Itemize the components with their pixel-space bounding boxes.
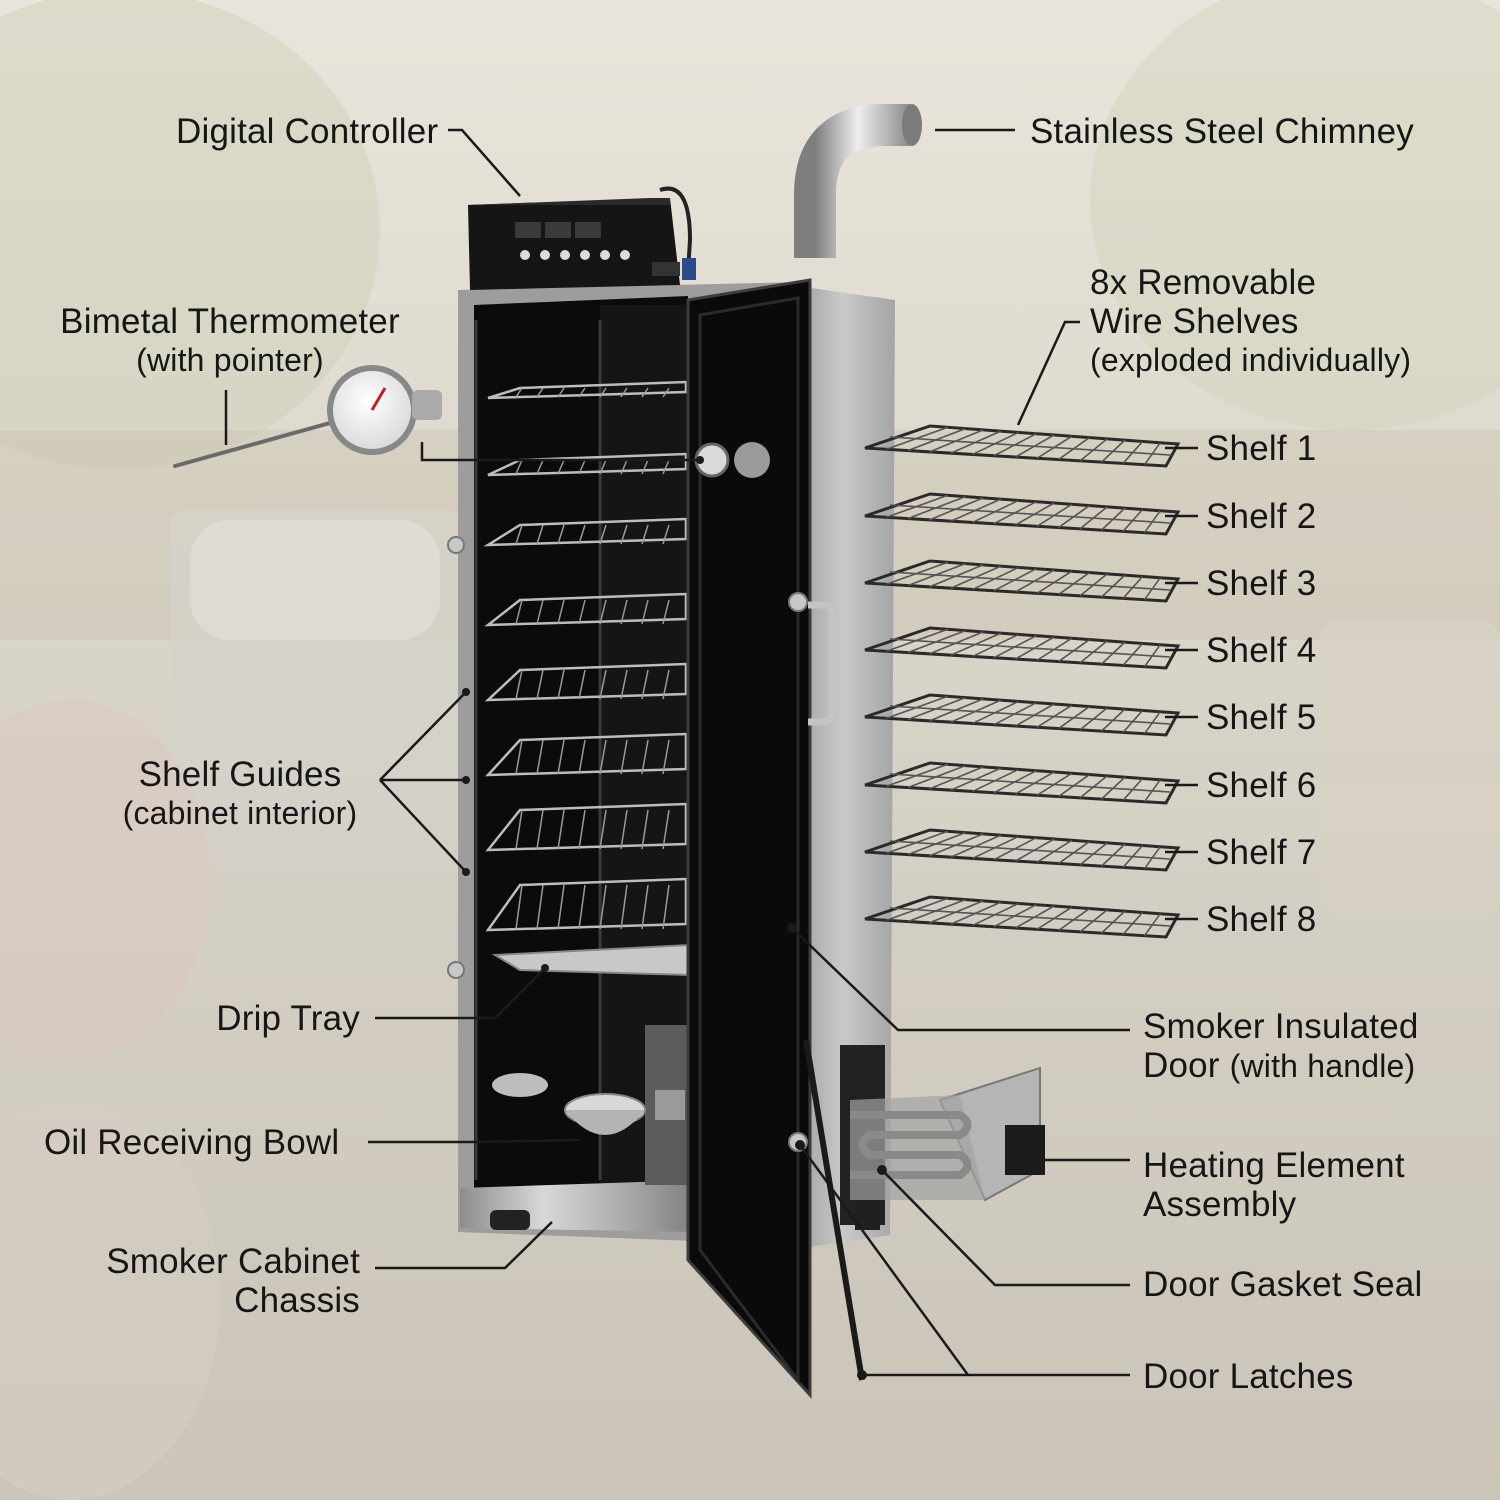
- label-door-line1: Smoker Insulated: [1143, 1007, 1419, 1046]
- heating-element-assembly: [850, 1066, 1045, 1202]
- leader-chassis: [375, 1221, 553, 1270]
- label-chassis-line1: Smoker Cabinet: [106, 1242, 360, 1281]
- label-shelf-guides-line1: Shelf Guides: [138, 755, 342, 794]
- label-thermometer: Bimetal Thermometer (with pointer): [40, 302, 420, 380]
- leader-digital-controller: [448, 128, 521, 197]
- label-shelf-guides: Shelf Guides (cabinet interior): [100, 755, 380, 833]
- leader-dots: [462, 456, 887, 1380]
- interior-shelf: [485, 877, 688, 932]
- leader-shelf-guides: [379, 691, 467, 873]
- wire-shelf: [864, 828, 1181, 872]
- label-shelf-guides-line2: (cabinet interior): [122, 795, 358, 831]
- label-chimney: Stainless Steel Chimney: [1030, 112, 1414, 151]
- leader-latches: [798, 1144, 1130, 1377]
- wire-shelf: [864, 895, 1181, 939]
- label-chassis: Smoker Cabinet Chassis: [60, 1242, 360, 1320]
- exploded-wire-shelves: [864, 424, 1181, 939]
- label-heating: Heating Element Assembly: [1143, 1146, 1405, 1224]
- interior-shelf: [483, 517, 688, 547]
- label-shelves: 8x Removable Wire Shelves (exploded indi…: [1090, 263, 1411, 380]
- wire-shelf: [864, 559, 1181, 603]
- smoker-insulated-door: [686, 278, 865, 1399]
- shelf-guides: [474, 320, 602, 1180]
- interior-shelf: [484, 592, 688, 627]
- label-drip-tray: Drip Tray: [216, 999, 360, 1038]
- label-chassis-line2: Chassis: [234, 1281, 360, 1320]
- label-shelves-line3: (exploded individually): [1090, 342, 1412, 378]
- label-shelf-3: Shelf 3: [1206, 564, 1317, 603]
- label-shelf-4: Shelf 4: [1206, 631, 1317, 670]
- leader-door: [791, 927, 1130, 1032]
- leader-oil-bowl: [368, 1138, 581, 1144]
- label-shelf-1: Shelf 1: [1206, 429, 1317, 468]
- interior-shelf: [485, 732, 688, 777]
- leader-thermometer: [420, 442, 700, 462]
- leader-drip-tray: [375, 967, 546, 1020]
- leader-shelves: [1016, 320, 1080, 426]
- label-thermometer-line2: (with pointer): [136, 342, 324, 378]
- wire-shelf: [864, 492, 1181, 536]
- leader-lines: [224, 128, 1130, 1377]
- wire-shelf: [864, 626, 1181, 670]
- label-thermometer-line1: Bimetal Thermometer: [60, 302, 400, 341]
- wire-shelf: [864, 761, 1181, 805]
- label-shelf-2: Shelf 2: [1206, 497, 1317, 536]
- interior-shelf: [487, 380, 688, 400]
- interior-shelves: [483, 380, 688, 932]
- label-shelf-5: Shelf 5: [1206, 698, 1317, 737]
- leader-gasket: [881, 1169, 1130, 1287]
- interior-shelf: [487, 452, 688, 477]
- label-shelf-8: Shelf 8: [1206, 900, 1317, 939]
- wire-shelf: [864, 693, 1181, 737]
- wire-shelf: [864, 424, 1181, 468]
- label-digital-controller: Digital Controller: [176, 112, 439, 151]
- label-shelves-line2: Wire Shelves: [1090, 302, 1299, 341]
- label-shelf-6: Shelf 6: [1206, 766, 1317, 805]
- stainless-steel-chimney: [794, 104, 922, 258]
- label-latches: Door Latches: [1143, 1357, 1354, 1396]
- label-oil-bowl: Oil Receiving Bowl: [44, 1123, 340, 1162]
- label-shelf-7: Shelf 7: [1206, 833, 1317, 872]
- oil-receiving-bowl: [492, 1073, 685, 1135]
- label-door-line2: Door: [1143, 1046, 1220, 1085]
- digital-controller: [468, 186, 696, 290]
- label-gasket: Door Gasket Seal: [1143, 1265, 1423, 1304]
- label-door-line2-sub: (with handle): [1229, 1048, 1416, 1084]
- label-door: Smoker Insulated Door (with handle): [1143, 1007, 1419, 1086]
- interior-shelf: [484, 662, 688, 702]
- interior-shelf: [485, 802, 688, 852]
- label-heating-line2: Assembly: [1143, 1185, 1297, 1224]
- label-heating-line1: Heating Element: [1143, 1146, 1405, 1185]
- label-shelves-line1: 8x Removable: [1090, 263, 1317, 302]
- shelf-leader-lines: [1165, 446, 1198, 921]
- bimetal-thermometer: [173, 365, 442, 468]
